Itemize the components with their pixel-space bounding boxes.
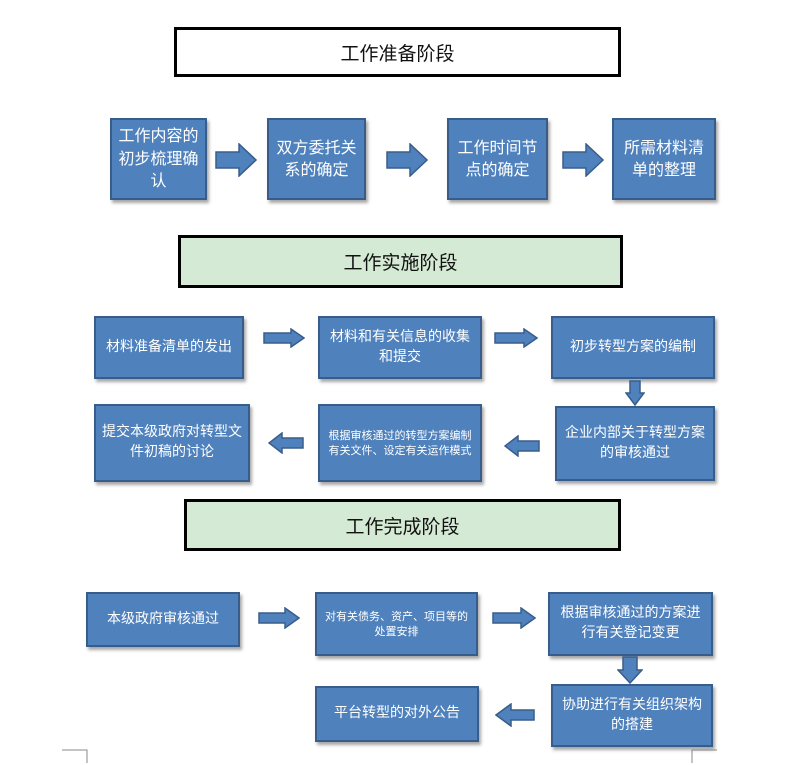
arrow-right-icon (494, 328, 538, 348)
arrow-down-icon (625, 380, 645, 406)
prep-step-1: 工作内容的初步梳理确认 (110, 118, 207, 200)
prep-step-4: 所需材料清单的整理 (612, 118, 716, 200)
stage-prepare: 工作准备阶段 (174, 27, 621, 77)
arrow-right-icon (562, 143, 604, 177)
comp-step-4: 协助进行有关组织架构的搭建 (551, 684, 713, 747)
impl-step-6: 提交本级政府对转型文件初稿的讨论 (94, 404, 250, 482)
impl-step-3: 初步转型方案的编制 (551, 316, 715, 379)
arrow-down-icon (617, 656, 643, 684)
impl-step-2: 材料和有关信息的收集和提交 (318, 316, 482, 379)
arrow-left-icon (268, 432, 304, 454)
prep-step-3: 工作时间节点的确定 (447, 118, 548, 200)
arrow-left-icon (504, 435, 540, 457)
impl-step-1: 材料准备清单的发出 (94, 316, 244, 379)
comp-step-1: 本级政府审核通过 (86, 592, 240, 647)
arrow-right-icon (215, 143, 257, 177)
prep-step-2: 双方委托关系的确定 (267, 118, 366, 200)
comp-step-2: 对有关债务、资产、项目等的处置安排 (315, 592, 478, 656)
comp-step-3: 根据审核通过的方案进行有关登记变更 (548, 592, 713, 656)
stage-complete: 工作完成阶段 (184, 499, 621, 551)
arrow-left-icon (495, 703, 535, 727)
arrow-right-icon (263, 328, 305, 348)
impl-step-4: 企业内部关于转型方案的审核通过 (555, 406, 715, 481)
impl-step-5: 根据审核通过的转型方案编制有关文件、设定有关运作模式 (318, 404, 482, 482)
comp-step-5: 平台转型的对外公告 (315, 686, 479, 742)
arrow-right-icon (492, 607, 536, 629)
arrow-right-icon (258, 607, 300, 629)
stage-implement: 工作实施阶段 (178, 235, 623, 288)
page-corner-mark-right (691, 749, 717, 763)
page-corner-mark-left (62, 749, 88, 763)
arrow-right-icon (386, 143, 428, 177)
